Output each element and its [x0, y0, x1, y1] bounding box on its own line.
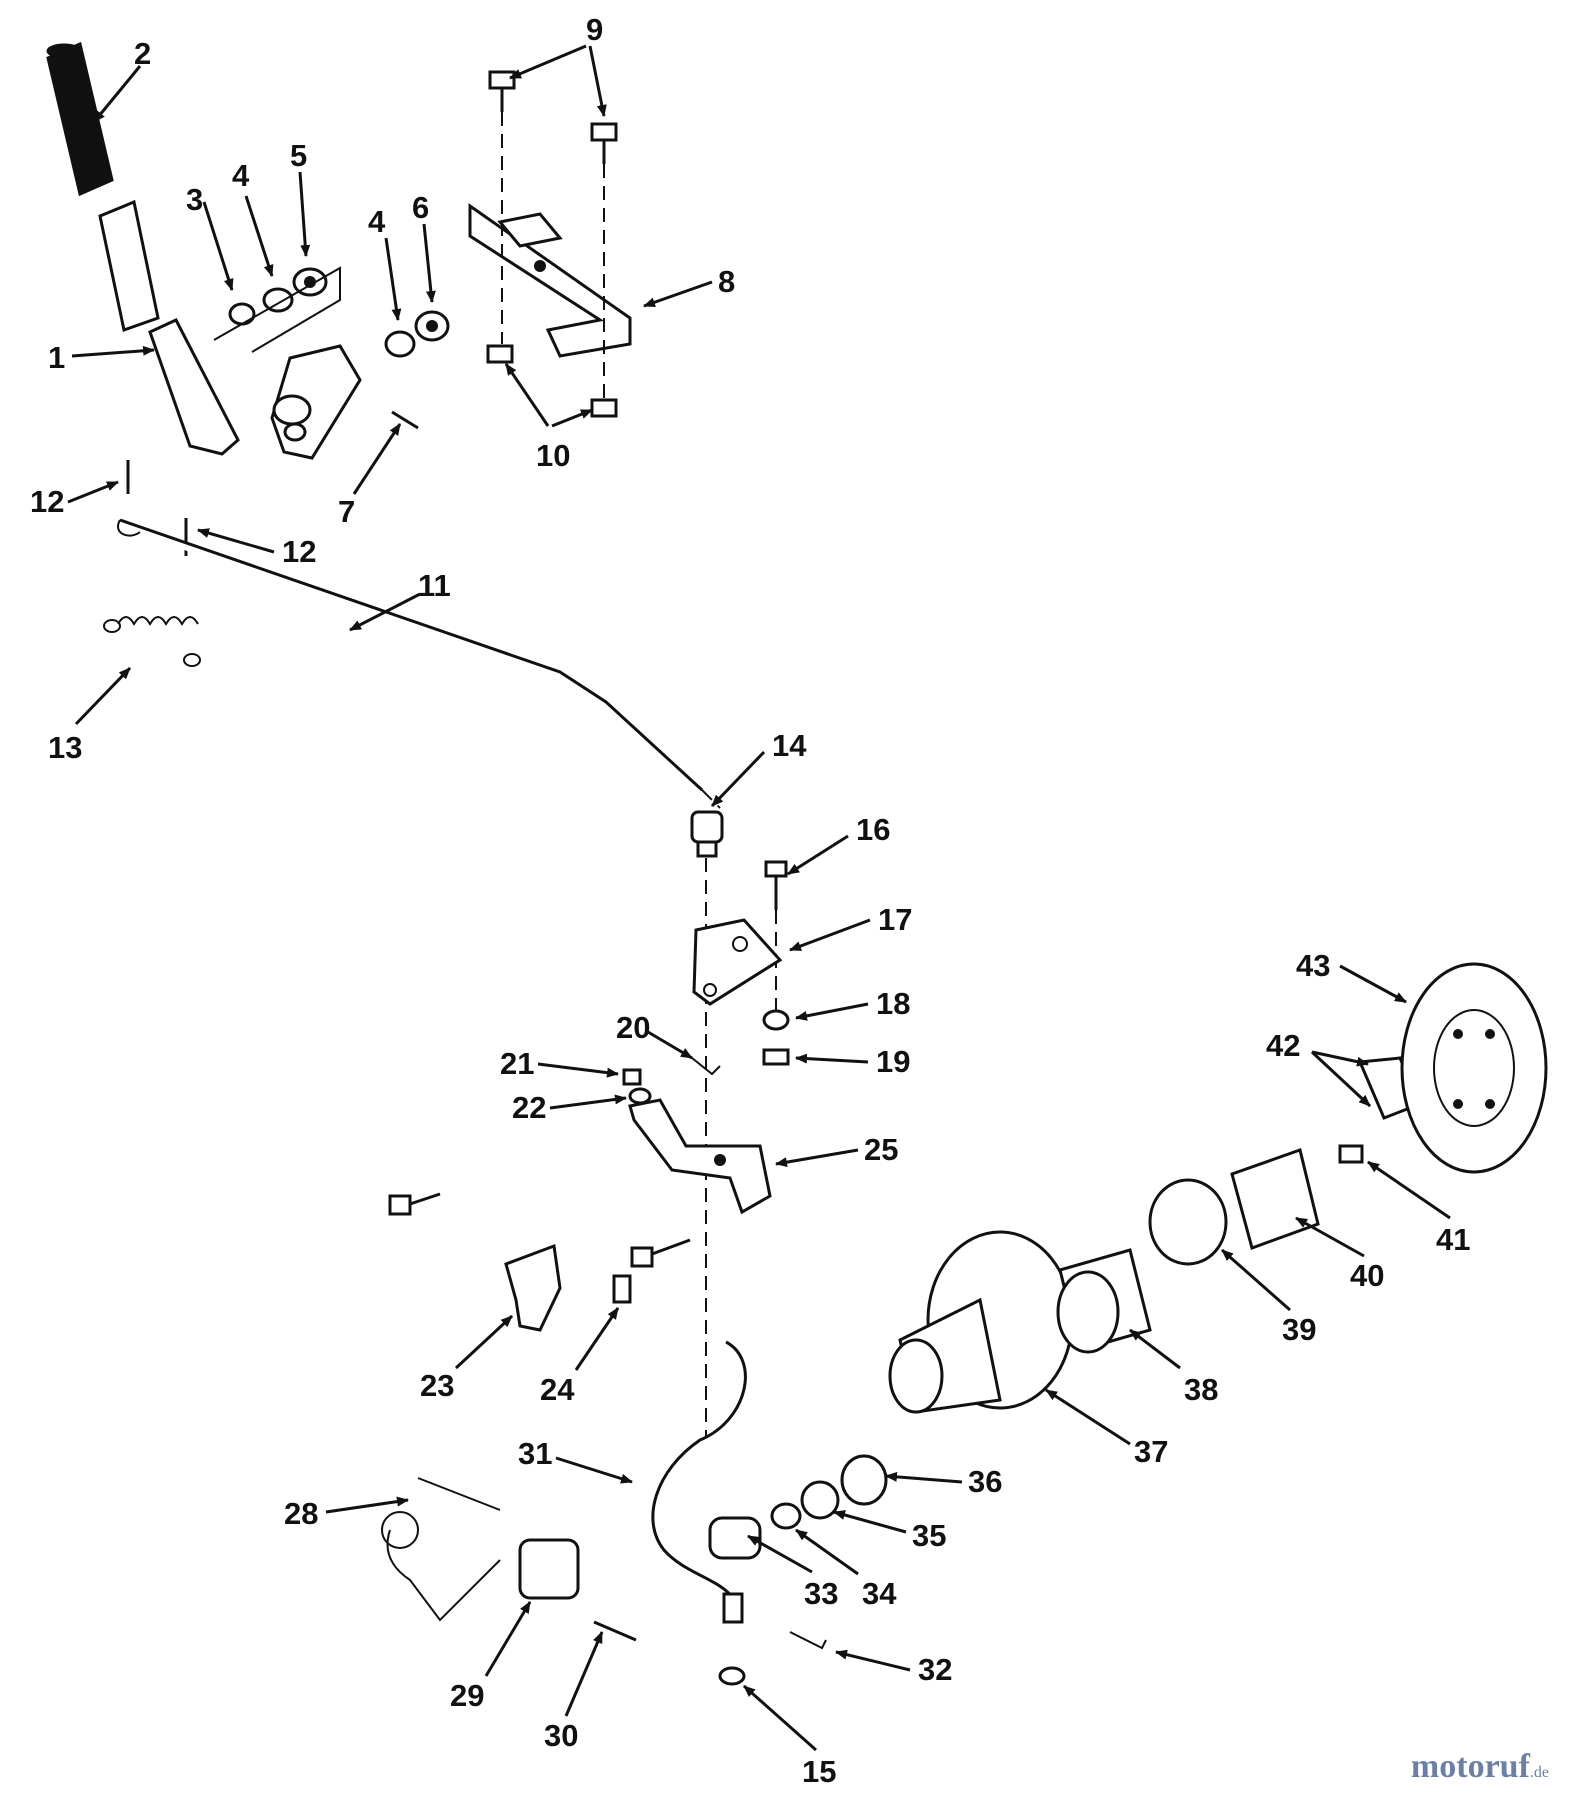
callout-17: 17: [878, 902, 912, 937]
callout-19: 19: [876, 1044, 910, 1079]
callout-14: 14: [772, 728, 807, 763]
callout-40: 40: [1350, 1258, 1384, 1293]
callout-4a: 4: [232, 158, 250, 193]
part-8-bracket: [468, 203, 632, 358]
callout-15: 15: [802, 1754, 836, 1789]
part-32-pin: [789, 1631, 827, 1650]
callout-43: 43: [1296, 948, 1330, 983]
part-30-pin: [593, 1620, 637, 1642]
callout-3: 3: [186, 182, 203, 217]
part-10-nuts: [486, 344, 618, 418]
part-16-bolt: [764, 860, 788, 1010]
part-15-clip: [718, 1666, 746, 1686]
callout-13: 13: [48, 730, 82, 765]
part-40-sleeve: [1230, 1148, 1320, 1250]
callout-8: 8: [718, 264, 735, 299]
callout-2: 2: [134, 36, 151, 71]
callout-1: 1: [48, 340, 65, 375]
callout-23: 23: [420, 1368, 454, 1403]
part-38-needle-bearing: [1056, 1248, 1152, 1354]
part-39-ring: [1148, 1178, 1228, 1266]
callout-22: 22: [512, 1090, 546, 1125]
part-11-rod: [117, 518, 721, 809]
part-3-5-washers: [213, 266, 341, 353]
part-4-6-washers: [384, 310, 450, 358]
part-17-plate: [692, 918, 783, 1006]
callout-34: 34: [862, 1576, 897, 1611]
callout-32: 32: [918, 1652, 952, 1687]
part-22-washer: [628, 1087, 652, 1105]
part-9-bolts: [488, 70, 618, 398]
callout-20: 20: [616, 1010, 650, 1045]
callout-6: 6: [412, 190, 429, 225]
callout-37: 37: [1134, 1434, 1168, 1469]
callout-25: 25: [864, 1132, 898, 1167]
callout-5: 5: [290, 138, 307, 173]
callout-7: 7: [338, 494, 355, 529]
callout-31: 31: [518, 1436, 552, 1471]
site-watermark: motoruf.de: [1411, 1748, 1549, 1786]
part-35-snap-ring: [800, 1480, 840, 1520]
callout-10: 10: [536, 438, 570, 473]
part-13-spring: [103, 616, 201, 667]
part-14-trunnion: [690, 810, 724, 858]
part-43-pulley: [1400, 962, 1548, 1174]
part-34-ring: [770, 1502, 802, 1530]
watermark-tld: .de: [1529, 1764, 1549, 1781]
part-23-bracket: [504, 1243, 562, 1332]
callout-24: 24: [540, 1372, 575, 1407]
callout-41: 41: [1436, 1222, 1470, 1257]
leader-arrows: [67, 44, 1451, 1752]
part-37-drive-disc: [888, 1230, 1074, 1414]
part-18-spacer: [762, 1009, 790, 1031]
callout-12a: 12: [30, 484, 64, 519]
part-pivot-bracket: [270, 344, 362, 460]
part-36-bearing: [840, 1454, 888, 1506]
callout-35: 35: [912, 1518, 946, 1553]
part-side-bolts: [388, 1192, 691, 1268]
callout-11: 11: [418, 568, 451, 603]
callout-39: 39: [1282, 1312, 1316, 1347]
callout-labels: 2 1 3 4 5 4 6 7 8 9 10 12 12 11 13 14 16…: [30, 12, 1470, 1789]
callout-12b: 12: [282, 534, 316, 569]
part-29-block: [518, 1538, 580, 1600]
callout-38: 38: [1184, 1372, 1218, 1407]
callout-18: 18: [876, 986, 910, 1021]
callout-9: 9: [586, 12, 603, 47]
part-20-pin: [691, 1057, 721, 1076]
callout-28: 28: [284, 1496, 318, 1531]
part-19-nut: [762, 1048, 790, 1066]
callout-21: 21: [500, 1046, 534, 1081]
callout-29: 29: [450, 1678, 484, 1713]
part-41-screw: [1338, 1144, 1364, 1164]
part-25-bracket: [628, 1098, 772, 1215]
part-2-grip: [46, 41, 114, 197]
callout-30: 30: [544, 1718, 578, 1753]
callout-36: 36: [968, 1464, 1002, 1499]
part-7-pin: [391, 410, 419, 430]
callout-4b: 4: [368, 204, 386, 239]
callout-16: 16: [856, 812, 890, 847]
part-31-shift-lever: [651, 1340, 747, 1624]
part-1-lever: [98, 199, 240, 456]
callout-42: 42: [1266, 1028, 1300, 1063]
part-21-nut: [622, 1068, 642, 1086]
part-28-detent: [381, 1477, 501, 1622]
part-24-screw: [612, 1274, 632, 1304]
watermark-brand: motoruf: [1410, 1748, 1530, 1785]
callout-33: 33: [804, 1576, 838, 1611]
